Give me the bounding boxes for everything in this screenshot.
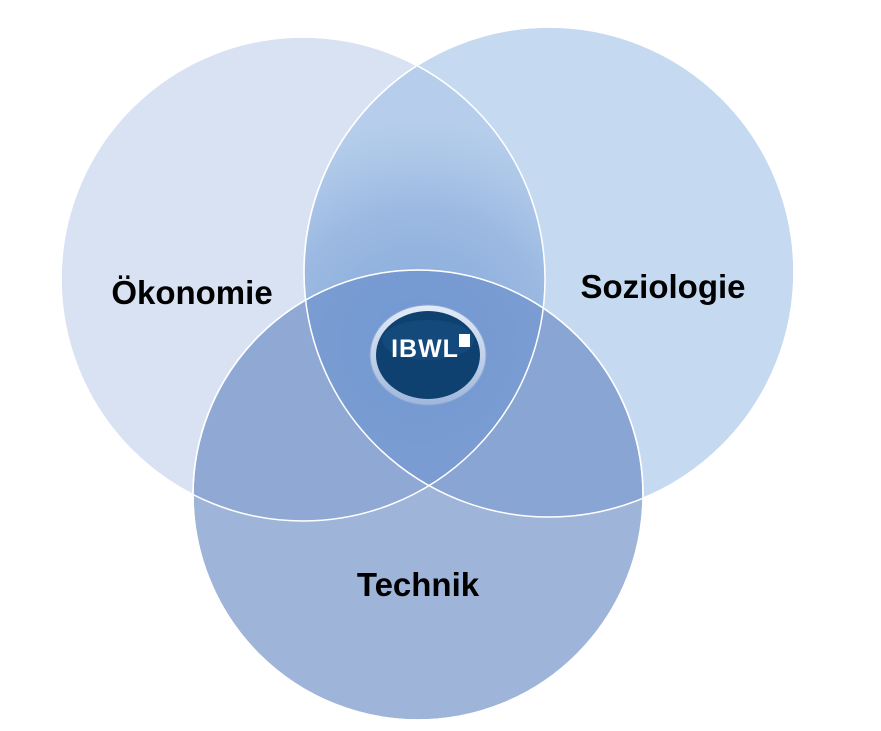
label-technik: Technik [357, 566, 480, 603]
logo-text: IBWL [391, 335, 459, 363]
logo-notch [459, 334, 470, 347]
circle-outlines [60, 26, 795, 721]
label-oekonomie: Ökonomie [111, 274, 272, 311]
ibwl-logo: IBWL [369, 304, 487, 406]
label-soziologie: Soziologie [581, 268, 746, 305]
